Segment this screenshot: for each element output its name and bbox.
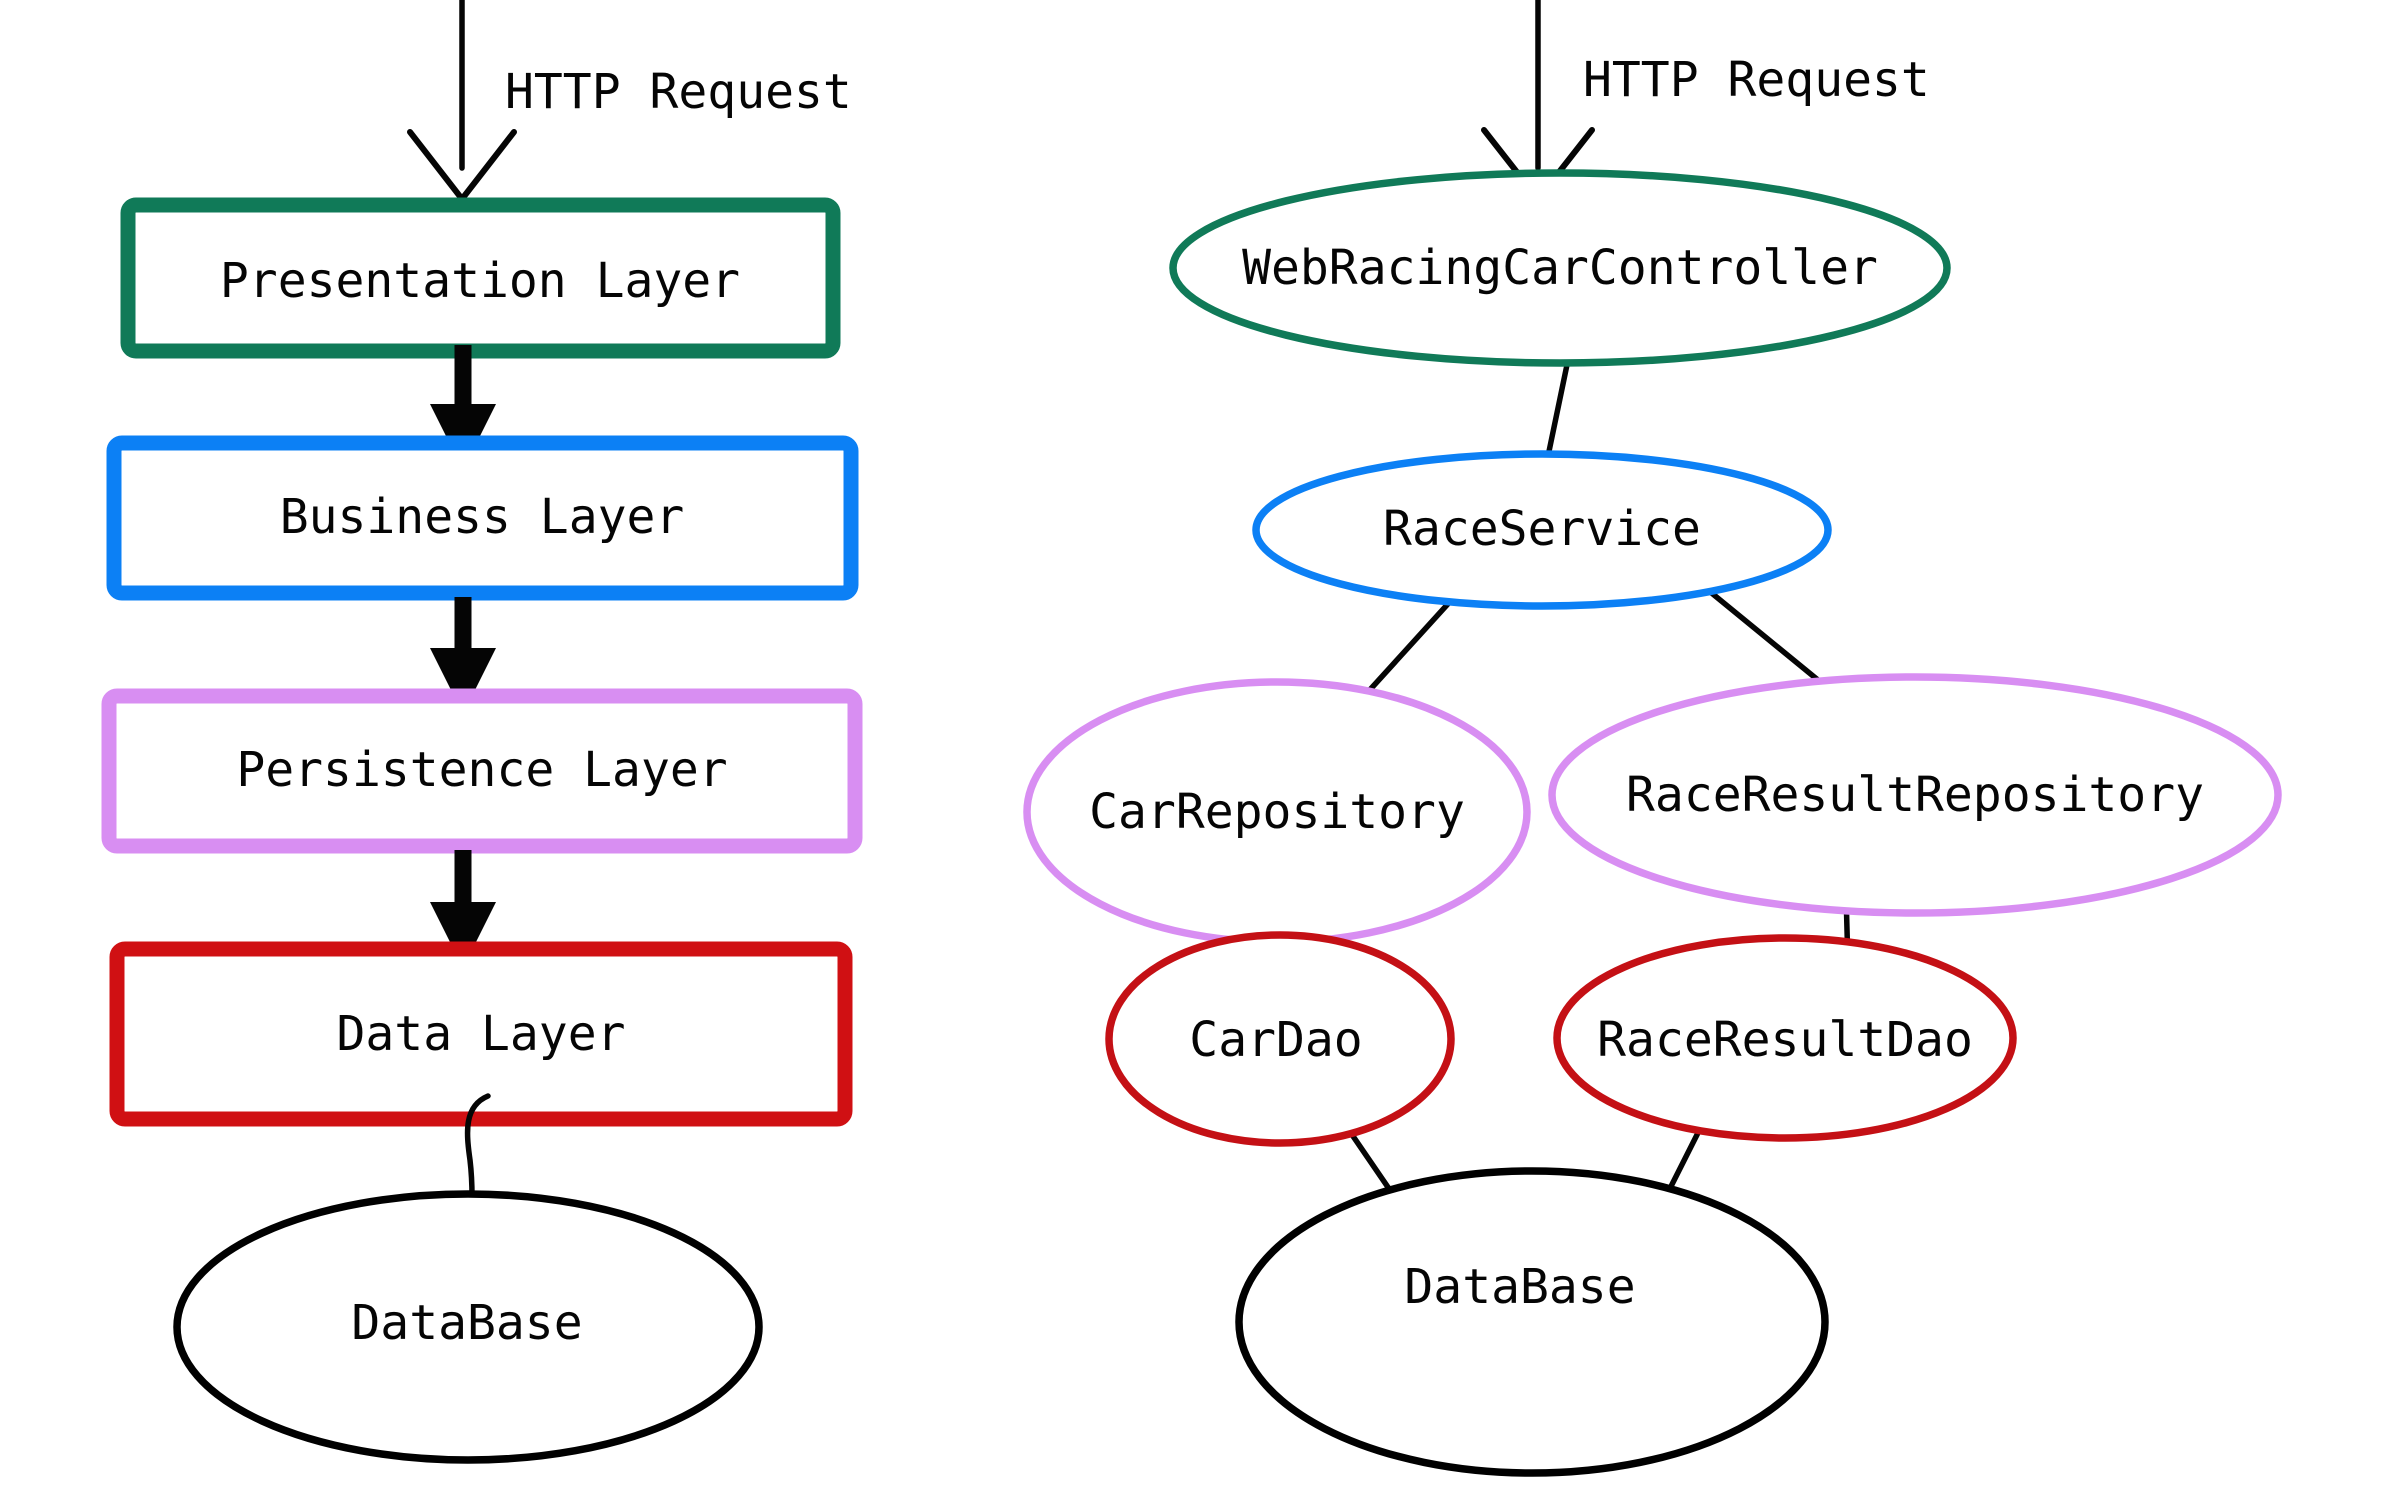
business-layer-label: Business Layer bbox=[280, 489, 685, 545]
http-request-label: HTTP Request bbox=[505, 64, 852, 120]
class-dependency-graph: HTTP Request WebRacingCarController Race… bbox=[1023, 0, 2282, 1477]
car-dao-ellipse bbox=[1105, 931, 1455, 1147]
data-layer-box bbox=[109, 941, 853, 1127]
race-result-dao-label: RaceResultDao bbox=[1597, 1012, 1973, 1068]
data-layer-label: Data Layer bbox=[337, 1006, 626, 1062]
service-label: RaceService bbox=[1383, 501, 1701, 557]
race-result-repository-label: RaceResultRepository bbox=[1626, 767, 2204, 823]
controller-label: WebRacingCarController bbox=[1242, 240, 1878, 296]
database-label-left: DataBase bbox=[351, 1295, 582, 1351]
controller-ellipse bbox=[1169, 169, 1951, 367]
car-repository-label: CarRepository bbox=[1089, 784, 1465, 840]
http-request-label: HTTP Request bbox=[1583, 52, 1930, 108]
service-ellipse bbox=[1252, 450, 1832, 610]
car-dao-label: CarDao bbox=[1189, 1012, 1362, 1068]
controller-service-line bbox=[1544, 357, 1571, 464]
business-layer-box bbox=[106, 435, 859, 601]
persistence-layer-label: Persistence Layer bbox=[236, 742, 727, 798]
layered-architecture-flow: HTTP Request Presentation Layer Business… bbox=[101, 0, 863, 1464]
race-result-repository-ellipse bbox=[1548, 673, 2282, 917]
database-ellipse-left bbox=[173, 1190, 763, 1464]
down-arrowhead-icon bbox=[430, 648, 496, 714]
presentation-layer-label: Presentation Layer bbox=[220, 253, 740, 309]
race-result-dao-ellipse bbox=[1553, 934, 2017, 1142]
presentation-layer-box bbox=[120, 197, 841, 359]
database-label-right: DataBase bbox=[1404, 1259, 1635, 1315]
persistence-layer-box bbox=[101, 688, 863, 854]
down-arrowhead-icon bbox=[430, 902, 496, 968]
database-ellipse-right bbox=[1235, 1167, 1829, 1477]
